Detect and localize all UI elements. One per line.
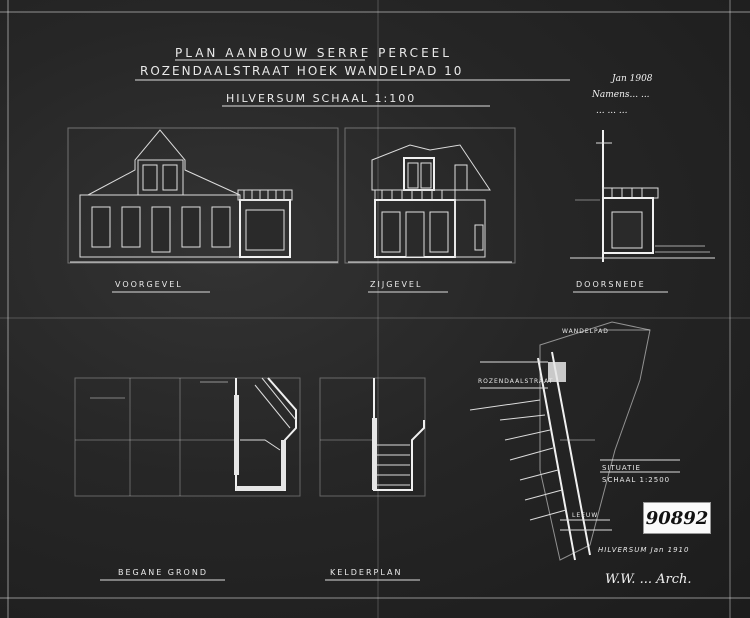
annotation-line-1: Jan 1908 — [612, 74, 653, 84]
situation-scale: SCHAAL 1:2500 — [602, 476, 671, 484]
label-begane-grond: BEGANE GROND — [118, 568, 208, 577]
label-zijgevel: ZIJGEVEL — [370, 280, 423, 289]
label-doorsnede: DOORSNEDE — [576, 280, 646, 289]
title-line-1: PLAN AANBOUW SERRE PERCEEL — [175, 46, 452, 60]
basement-plan — [319, 377, 426, 497]
street-label-wandelpad: WANDELPAD — [562, 328, 609, 335]
street-label-leeuw: LEEUW — [572, 512, 599, 519]
signature: W.W. ... Arch. — [605, 572, 692, 587]
ground-floor-plan — [74, 377, 301, 497]
place-date: HILVERSUM Jan 1910 — [598, 546, 690, 554]
situation-title: SITUATIE — [602, 464, 641, 472]
archive-number-label: 90892 — [643, 502, 711, 534]
situation-map — [469, 321, 680, 561]
side-elevation — [344, 127, 516, 264]
annotation-line-2: Namens... ... — [592, 90, 650, 100]
front-elevation — [67, 127, 339, 264]
label-kelderplan: KELDERPLAN — [330, 568, 403, 577]
label-voorgevel: VOORGEVEL — [115, 280, 183, 289]
street-label-rozendaalstraat: ROZENDAALSTRAAT — [478, 378, 554, 385]
section-drawing — [570, 130, 715, 262]
title-line-2: ROZENDAALSTRAAT HOEK WANDELPAD 10 — [140, 64, 464, 78]
title-line-3: HILVERSUM SCHAAL 1:100 — [226, 92, 417, 105]
annotation-line-3: ... ... ... — [596, 106, 628, 116]
